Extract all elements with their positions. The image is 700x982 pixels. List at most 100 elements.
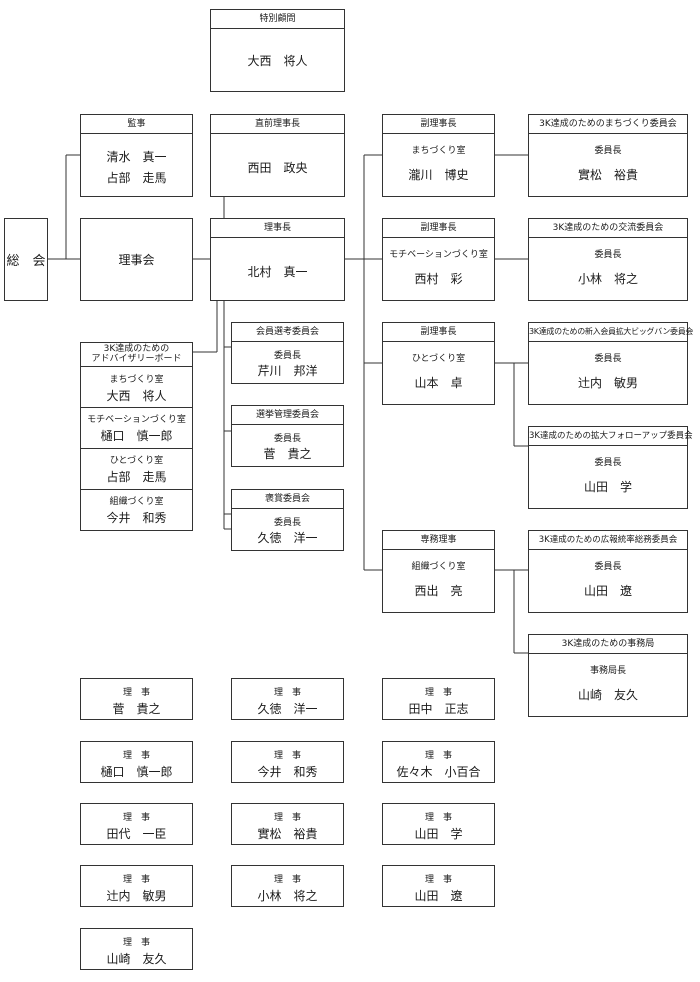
director-name: 今井 和秀	[257, 765, 318, 779]
board-box: 理事会	[80, 218, 193, 301]
director-title: 理 事	[424, 875, 452, 885]
director-box: 理 事 辻内 敏男	[80, 865, 193, 907]
general-assembly-label: 総 会	[6, 254, 46, 269]
advisory-room-2-name: 樋口 慎一郎	[100, 429, 173, 443]
new-member-committee-box: 3K達成のための新入会員拡大ビッグバン委員会 委員長 辻内 敏男	[528, 322, 693, 405]
former-chair-box: 直前理事長 西田 政央	[210, 114, 345, 197]
director-title: 理 事	[273, 688, 301, 698]
advisory-room-4: 組織づくり室 今井 和秀	[81, 489, 192, 532]
advisory-room-1: まちづくり室 大西 将人	[81, 367, 192, 407]
director-name: 山田 遼	[414, 889, 463, 903]
exchange-committee-title: 3K達成のための交流委員会	[529, 219, 687, 238]
special-advisor-name: 大西 将人	[247, 54, 308, 68]
director-title: 理 事	[424, 751, 452, 761]
director-name: 辻内 敏男	[106, 889, 167, 903]
special-advisor-box: 特別顧問 大西 将人	[210, 9, 345, 92]
follow-up-committee-role: 委員長	[594, 458, 622, 468]
auditor-box: 監事 清水 真一 占部 走馬	[80, 114, 193, 197]
town-committee-box: 3K達成のためのまちづくり委員会 委員長 實松 裕貴	[528, 114, 688, 197]
award-committee-title: 褒賞委員会	[232, 490, 343, 509]
auditor-name-2: 占部 走馬	[106, 171, 167, 185]
pr-committee-role: 委員長	[594, 562, 622, 572]
director-name: 小林 将之	[257, 889, 318, 903]
director-title: 理 事	[273, 875, 301, 885]
vice-chair-1-title: 副理事長	[383, 115, 494, 134]
advisory-room-3-name: 占部 走馬	[106, 470, 167, 484]
director-name: 田代 一臣	[106, 827, 167, 841]
follow-up-committee-box: 3K達成のための拡大フォローアップ委員会 委員長 山田 学	[528, 426, 693, 509]
director-box: 理 事 山田 学	[382, 803, 495, 845]
chair-title: 理事長	[211, 219, 344, 238]
director-box: 理 事 樋口 慎一郎	[80, 741, 193, 783]
advisory-room-3-label: ひとづくり室	[109, 456, 164, 466]
advisory-room-1-name: 大西 将人	[106, 389, 167, 403]
director-title: 理 事	[122, 875, 150, 885]
pr-committee-name: 山田 遼	[583, 584, 632, 598]
vice-chair-2-box: 副理事長 モチベーションづくり室 西村 彩	[382, 218, 495, 301]
follow-up-committee-name: 山田 学	[583, 480, 632, 494]
director-box: 理 事 菅 貴之	[80, 678, 193, 720]
director-name: 菅 貴之	[112, 702, 161, 716]
special-advisor-title: 特別顧問	[211, 10, 344, 29]
vice-chair-1-name: 瀧川 博史	[408, 168, 469, 182]
vice-chair-3-title: 副理事長	[383, 323, 494, 342]
award-committee-role: 委員長	[273, 518, 301, 528]
new-member-committee-title: 3K達成のための新入会員拡大ビッグバン委員会	[529, 323, 693, 342]
executive-director-room: 組織づくり室	[411, 562, 466, 572]
director-box: 理 事 田中 正志	[382, 678, 495, 720]
advisory-room-1-label: まちづくり室	[109, 375, 164, 385]
advisory-board-title-line2: アドバイザリーボード	[91, 354, 182, 364]
vice-chair-2-name: 西村 彩	[414, 272, 463, 286]
secretariat-box: 3K達成のための事務局 事務局長 山崎 友久	[528, 634, 688, 717]
director-name: 久徳 洋一	[257, 702, 318, 716]
member-selection-committee-role: 委員長	[273, 351, 301, 361]
director-title: 理 事	[122, 813, 150, 823]
director-title: 理 事	[122, 688, 150, 698]
advisory-room-2: モチベーションづくり室 樋口 慎一郎	[81, 407, 192, 448]
election-committee-role: 委員長	[273, 434, 301, 444]
new-member-committee-name: 辻内 敏男	[577, 376, 638, 390]
vice-chair-3-box: 副理事長 ひとづくり室 山本 卓	[382, 322, 495, 405]
general-assembly-box: 総 会	[4, 218, 48, 301]
town-committee-role: 委員長	[594, 146, 622, 156]
pr-committee-box: 3K達成のための広報統率総務委員会 委員長 山田 遼	[528, 530, 688, 613]
exchange-committee-role: 委員長	[594, 250, 622, 260]
executive-director-box: 専務理事 組織づくり室 西出 亮	[382, 530, 495, 613]
election-committee-title: 選挙管理委員会	[232, 406, 343, 425]
town-committee-title: 3K達成のためのまちづくり委員会	[529, 115, 687, 134]
follow-up-committee-title: 3K達成のための拡大フォローアップ委員会	[529, 427, 693, 446]
vice-chair-2-room: モチベーションづくり室	[389, 250, 488, 260]
pr-committee-title: 3K達成のための広報統率総務委員会	[529, 531, 687, 550]
town-committee-name: 實松 裕貴	[577, 168, 638, 182]
member-selection-committee-name: 芹川 邦洋	[257, 364, 318, 378]
vice-chair-1-box: 副理事長 まちづくり室 瀧川 博史	[382, 114, 495, 197]
exchange-committee-box: 3K達成のための交流委員会 委員長 小林 将之	[528, 218, 688, 301]
director-box: 理 事 今井 和秀	[231, 741, 344, 783]
advisory-room-2-label: モチベーションづくり室	[87, 415, 186, 425]
award-committee-name: 久徳 洋一	[257, 531, 318, 545]
director-title: 理 事	[273, 813, 301, 823]
vice-chair-3-name: 山本 卓	[414, 376, 463, 390]
vice-chair-3-room: ひとづくり室	[411, 354, 466, 364]
secretariat-role: 事務局長	[589, 666, 626, 676]
former-chair-name: 西田 政央	[247, 161, 308, 175]
director-name: 山崎 友久	[106, 952, 167, 966]
advisory-board-title-line1: 3K達成のための	[103, 344, 170, 354]
vice-chair-1-room: まちづくり室	[411, 146, 466, 156]
election-committee-name: 菅 貴之	[263, 447, 312, 461]
director-box: 理 事 山田 遼	[382, 865, 495, 907]
advisory-room-3: ひとづくり室 占部 走馬	[81, 448, 192, 489]
executive-director-title: 専務理事	[383, 531, 494, 550]
award-committee-box: 褒賞委員会 委員長 久徳 洋一	[231, 489, 344, 551]
director-name: 佐々木 小百合	[396, 765, 481, 779]
former-chair-title: 直前理事長	[211, 115, 344, 134]
director-box: 理 事 久徳 洋一	[231, 678, 344, 720]
auditor-title: 監事	[81, 115, 192, 134]
director-title: 理 事	[424, 813, 452, 823]
advisory-room-4-name: 今井 和秀	[106, 511, 167, 525]
chair-box: 理事長 北村 真一	[210, 218, 345, 301]
board-label: 理事会	[118, 253, 155, 267]
member-selection-committee-title: 会員選考委員会	[232, 323, 343, 342]
director-name: 田中 正志	[408, 702, 469, 716]
director-box: 理 事 實松 裕貴	[231, 803, 344, 845]
